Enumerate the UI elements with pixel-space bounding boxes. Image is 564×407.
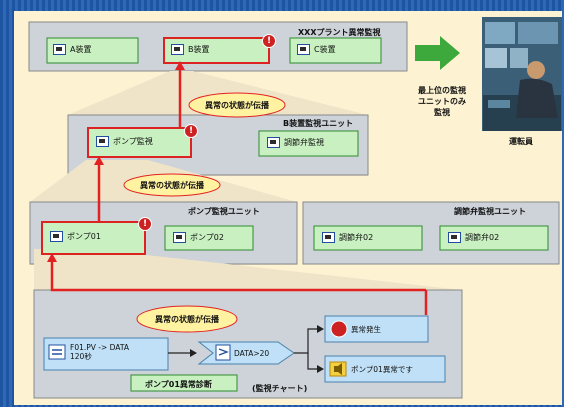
op-source-text: F01.PV -> DATA 120秒 (70, 343, 129, 361)
chart-caption: (監視チャート) (252, 384, 308, 393)
arrow-heads (47, 61, 185, 262)
node-icon (297, 44, 310, 55)
operator-label: 運転員 (509, 137, 533, 146)
diag-name-box (130, 374, 238, 392)
node-pump02-label: ポンプ02 (190, 233, 224, 242)
bubble-2-text: 異常の状態が伝播 (140, 181, 204, 190)
bubble-1-text: 異常の状態が伝播 (205, 101, 269, 110)
node-valve02a[interactable]: 調節弁02 (319, 232, 373, 243)
operator-photo (482, 17, 562, 131)
op-compare-text: DATA>20 (234, 349, 270, 358)
node-pump01-label: ポンプ01 (67, 232, 101, 241)
node-b[interactable]: B装置 (168, 44, 210, 55)
node-a-label: A装置 (70, 45, 92, 54)
flow-arrowheads (190, 325, 324, 373)
bubble-2-shape (123, 173, 221, 197)
node-icon (173, 232, 186, 243)
b-unit-title: B装置監視ユニット (283, 119, 354, 128)
op-message-text: ポンプ01異常です (351, 365, 413, 374)
plant-monitor-title: XXXプラント異常監視 (298, 28, 381, 37)
node-pump01[interactable]: ポンプ01 (47, 231, 101, 242)
warning-icon: ! (138, 217, 152, 231)
node-valve02b-label: 調節弁02 (465, 233, 500, 242)
node-icon (322, 232, 335, 243)
op-alarm-text: 異常発生 (351, 325, 381, 334)
node-icon (448, 232, 461, 243)
pump-unit-title: ポンプ監視ユニット (188, 207, 260, 216)
alarm-icon (330, 320, 348, 338)
bubble-3-text: 異常の状態が伝播 (155, 315, 219, 324)
node-pump-monitor-label: ポンプ監視 (113, 137, 153, 146)
node-icon (50, 231, 63, 242)
compare-icon (215, 344, 231, 361)
node-icon (267, 137, 280, 148)
node-icon (96, 136, 109, 147)
bubble-3-shape (136, 305, 238, 333)
arrow-to-operator (415, 36, 460, 70)
node-icon (171, 44, 184, 55)
node-pump02[interactable]: ポンプ02 (170, 232, 224, 243)
node-icon (53, 44, 66, 55)
bubble-1-shape (188, 92, 286, 118)
node-valve-monitor[interactable]: 調節弁監視 (264, 137, 324, 148)
node-valve-monitor-label: 調節弁監視 (284, 138, 324, 147)
valve-unit-title: 調節弁監視ユニット (454, 207, 526, 216)
node-c[interactable]: C装置 (294, 44, 336, 55)
node-a[interactable]: A装置 (50, 44, 91, 55)
speaker-icon (329, 361, 347, 377)
node-valve02a-label: 調節弁02 (339, 233, 374, 242)
warning-icon: ! (184, 124, 198, 138)
node-pump-monitor[interactable]: ポンプ監視 (93, 136, 153, 147)
propagation-arrows (50, 66, 428, 315)
node-c-label: C装置 (314, 45, 336, 54)
operator-note: 最上位の監視 ユニットのみ 監視 (418, 86, 466, 117)
node-b-label: B装置 (188, 45, 210, 54)
flow-lines (168, 328, 318, 370)
io-icon (48, 344, 66, 360)
diag-name-text: ポンプ01異常診断 (145, 380, 212, 389)
warning-icon: ! (262, 34, 276, 48)
node-valve02b[interactable]: 調節弁02 (445, 232, 499, 243)
